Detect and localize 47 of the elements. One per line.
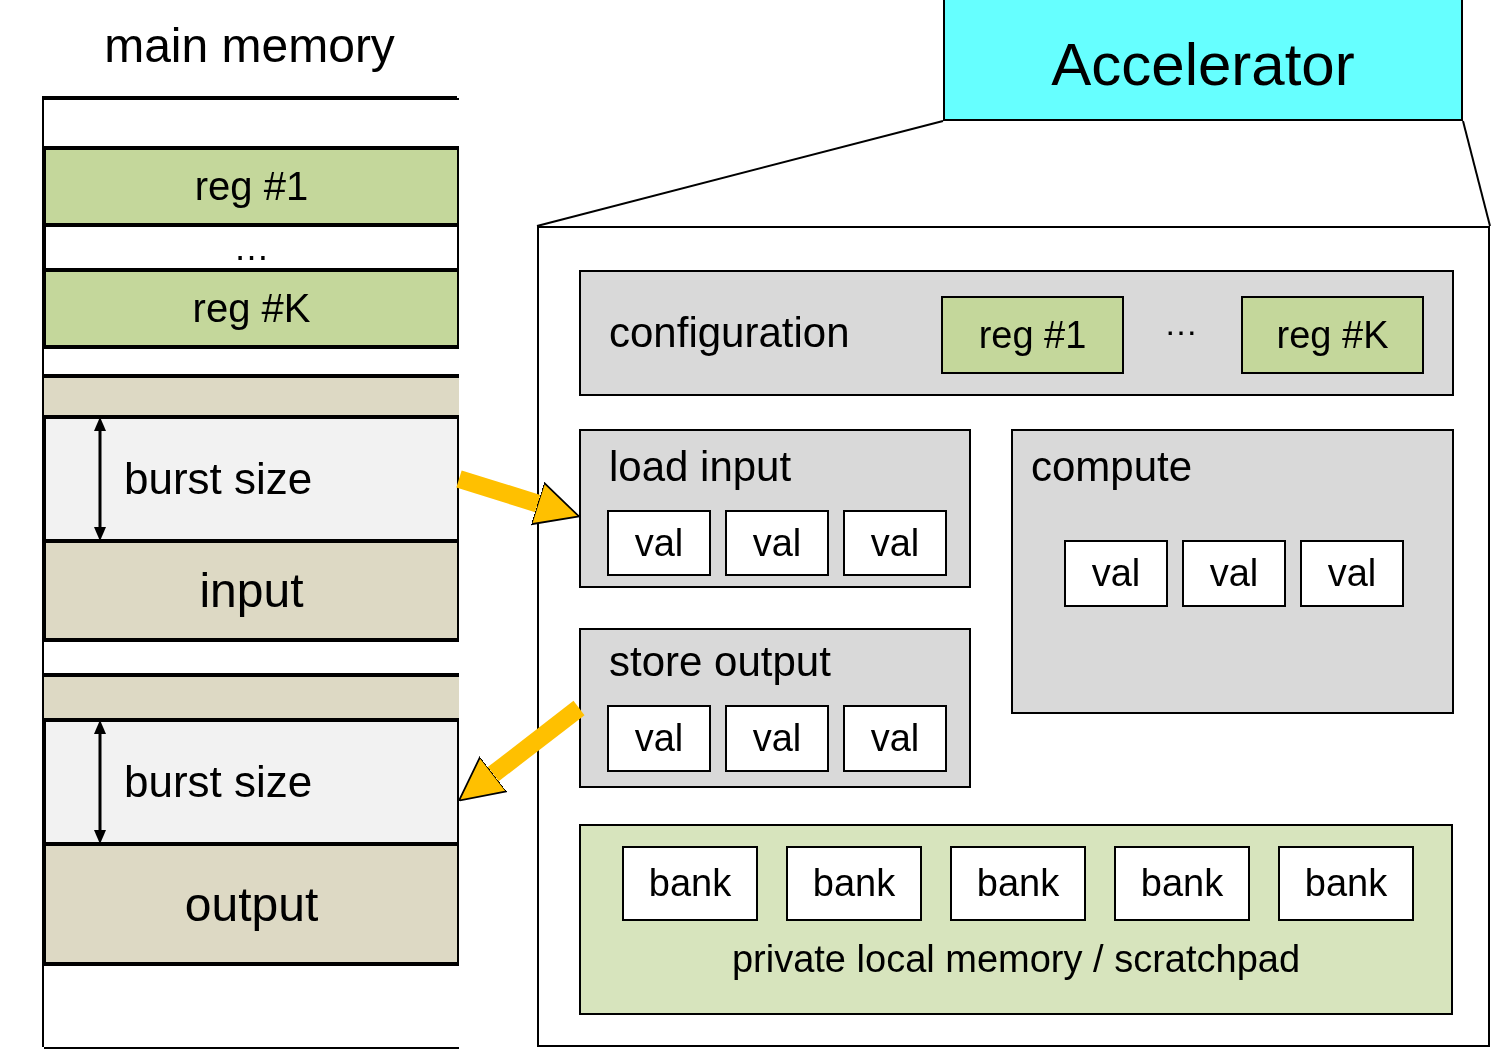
panel-title: store output — [609, 638, 831, 686]
column-heading: main memory — [103, 18, 396, 73]
panel-title: load input — [609, 443, 792, 491]
unit-panel — [579, 429, 971, 588]
value-box: val — [843, 510, 947, 576]
memory-band — [44, 98, 459, 148]
memory-band — [44, 347, 459, 376]
bank-box: bank — [786, 846, 922, 921]
register-band: reg #1 — [44, 148, 459, 225]
panel-title: configuration — [609, 309, 850, 357]
bank-box: bank — [1278, 846, 1414, 921]
memory-band — [44, 964, 459, 1049]
value-box: val — [725, 705, 829, 772]
value-box: val — [725, 510, 829, 576]
ellipsis-text: … — [1164, 304, 1198, 343]
memory-panel — [579, 824, 1453, 1015]
value-box: val — [607, 705, 711, 772]
memory-band: burst size — [44, 720, 459, 844]
bank-box: bank — [1114, 846, 1250, 921]
connector-line — [536, 120, 944, 227]
panel-title: private local memory / scratchpad — [730, 938, 1302, 981]
arrow — [456, 470, 580, 526]
bank-box: bank — [622, 846, 758, 921]
unit-panel — [579, 628, 971, 788]
memory-band — [44, 376, 459, 417]
panel-title: compute — [1031, 443, 1193, 491]
memory-band — [44, 640, 459, 675]
connector-line — [1462, 120, 1491, 227]
memory-band: burst size — [44, 417, 459, 541]
memory-band: … — [44, 225, 459, 270]
register-box: reg #1 — [941, 296, 1124, 374]
detail-panel — [537, 226, 1490, 1047]
memory-band: input — [44, 541, 459, 640]
memory-band — [44, 675, 459, 720]
arrow — [458, 700, 585, 802]
value-box: val — [843, 705, 947, 772]
value-box: val — [1182, 540, 1286, 607]
register-band: reg #K — [44, 270, 459, 347]
memory-band: output — [44, 844, 459, 964]
value-box: val — [1300, 540, 1404, 607]
register-box: reg #K — [1241, 296, 1424, 374]
value-box: val — [607, 510, 711, 576]
value-box: val — [1064, 540, 1168, 607]
unit-panel — [1011, 429, 1454, 714]
header-box: Accelerator — [943, 0, 1463, 121]
config-panel — [579, 270, 1454, 396]
bank-box: bank — [950, 846, 1086, 921]
